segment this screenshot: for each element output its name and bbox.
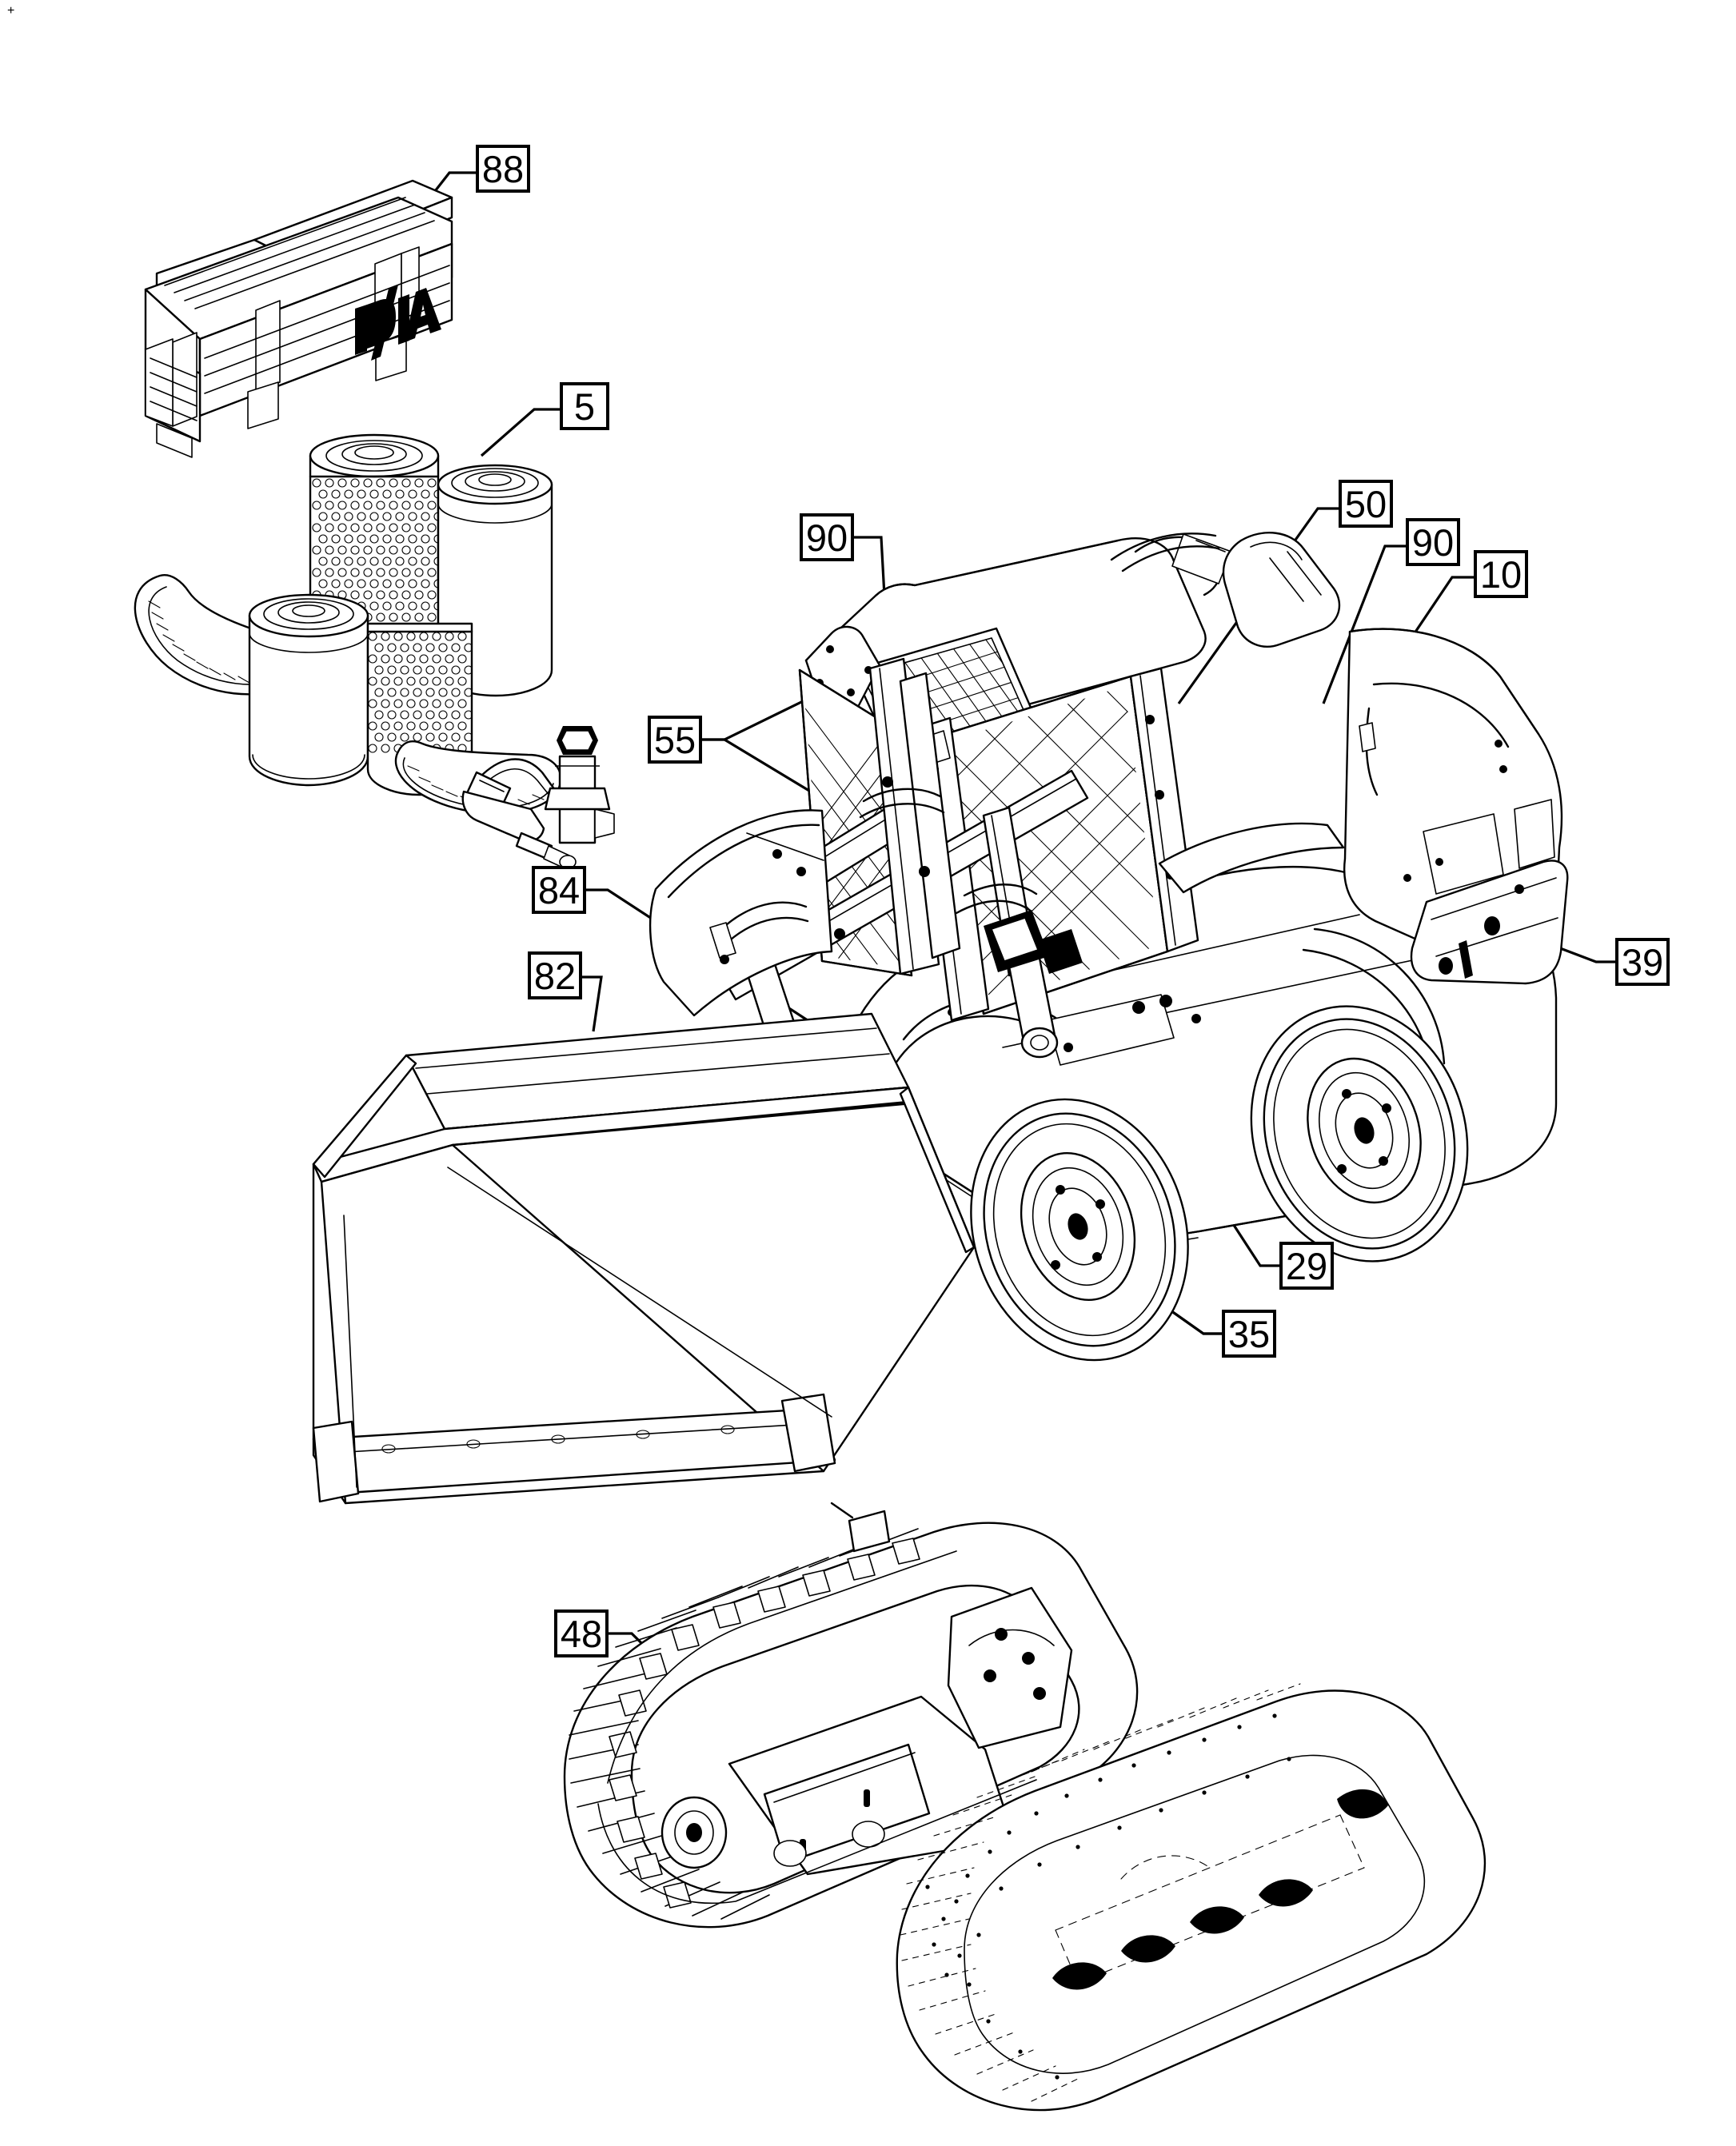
service-filter-kit (134, 433, 615, 869)
callout-35[interactable]: 35 (1222, 1310, 1276, 1358)
callout-29[interactable]: 29 (1279, 1242, 1334, 1290)
callout-39[interactable]: 39 (1615, 938, 1670, 986)
front-door-frame (649, 809, 833, 1017)
crate-stencil-text (355, 285, 441, 361)
track-frame (660, 1502, 1073, 1876)
wheels (970, 1005, 1469, 1362)
oil-filter (248, 593, 369, 787)
callout-48[interactable]: 48 (554, 1610, 609, 1657)
callout-10[interactable]: 10 (1474, 550, 1528, 598)
rubber-track-assembly-left (563, 1502, 1139, 1929)
callout-82[interactable]: 82 (528, 951, 582, 999)
air-filter-element (309, 433, 440, 662)
rear-tire-wheel (1250, 1005, 1469, 1262)
front-tire-wheel (970, 1098, 1189, 1362)
rear-bumper-counterweight (1410, 860, 1569, 985)
callout-50[interactable]: 50 (1339, 480, 1393, 528)
callout-84[interactable]: 84 (532, 866, 586, 914)
shipping-crate (144, 179, 453, 458)
callout-88[interactable]: 88 (476, 145, 530, 193)
callout-55[interactable]: 55 (648, 716, 702, 764)
callout-90-left[interactable]: 90 (800, 513, 854, 561)
callout-5[interactable]: 5 (560, 382, 609, 430)
registration-mark: + (7, 4, 15, 18)
skid-steer-loader (649, 532, 1569, 1362)
callout-90-right[interactable]: 90 (1406, 518, 1460, 566)
hydraulic-fittings (461, 726, 615, 869)
rubber-track-assembly-right (896, 1683, 1486, 2112)
muffler (1222, 532, 1341, 648)
hydraulic-valve-block (955, 884, 1083, 974)
bucket-attachment (312, 1012, 976, 1505)
